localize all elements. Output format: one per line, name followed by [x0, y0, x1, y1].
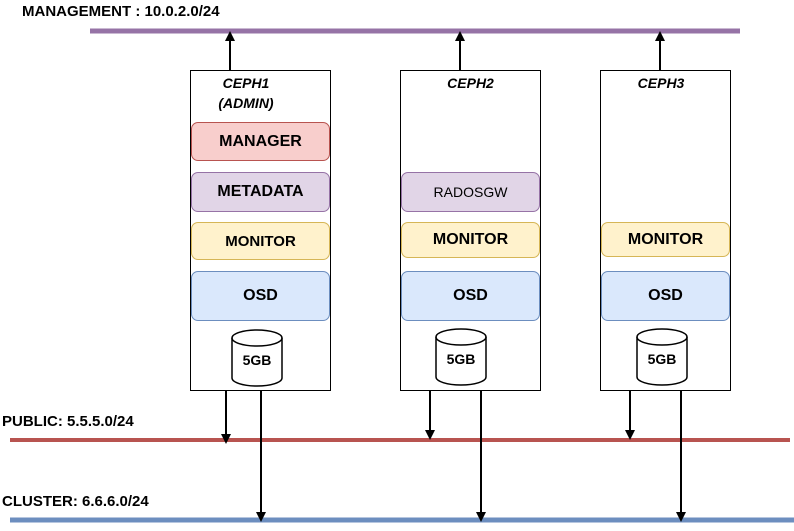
ceph1-osd-service: OSD: [191, 271, 330, 321]
ceph2-radosgw-service: RADOSGW: [401, 172, 540, 212]
ceph1-title-name: CEPH1: [222, 75, 270, 91]
ceph3-disk-icon: 5GB: [635, 327, 689, 387]
public-network-label: PUBLIC: 5.5.5.0/24: [2, 413, 134, 430]
ceph3-node: CEPH3 MONITOR OSD 5GB: [600, 70, 731, 391]
cluster-network-label: CLUSTER: 6.6.6.0/24: [2, 493, 149, 510]
ceph2-disk-size: 5GB: [446, 351, 476, 367]
ceph1-monitor-service: MONITOR: [191, 222, 330, 260]
ceph1-metadata-service: METADATA: [191, 172, 330, 212]
ceph2-osd-service: OSD: [401, 271, 540, 321]
ceph1-title: CEPH1 (ADMIN): [191, 73, 301, 113]
ceph1-manager-service: MANAGER: [191, 122, 330, 161]
ceph1-disk-size: 5GB: [242, 352, 272, 368]
management-network-label: MANAGEMENT : 10.0.2.0/24: [22, 3, 220, 20]
ceph3-monitor-service: MONITOR: [601, 222, 730, 257]
ceph2-title: CEPH2: [447, 75, 494, 91]
ceph3-osd-service: OSD: [601, 271, 730, 321]
ceph1-disk-icon: 5GB: [230, 328, 284, 388]
ceph2-monitor-service: MONITOR: [401, 222, 540, 258]
ceph1-node: CEPH1 (ADMIN) MANAGER METADATA MONITOR O…: [190, 70, 331, 391]
ceph1-monitor-label: MONITOR: [225, 232, 296, 250]
ceph3-title: CEPH3: [637, 75, 685, 91]
ceph2-disk-icon: 5GB: [434, 327, 488, 387]
ceph1-title-role: (ADMIN): [218, 95, 274, 111]
ceph3-disk-size: 5GB: [647, 351, 677, 367]
ceph2-node: CEPH2 RADOSGW MONITOR OSD 5GB: [400, 70, 541, 391]
